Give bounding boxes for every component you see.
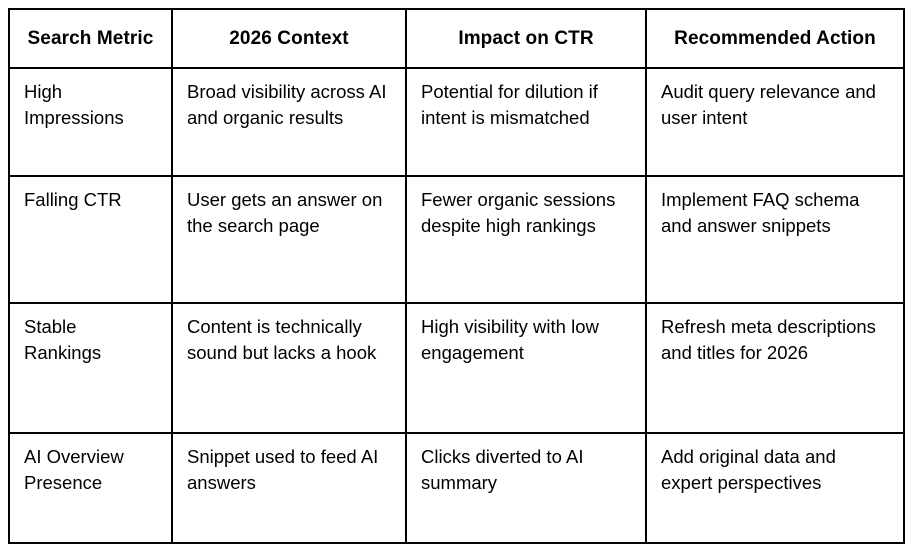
search-metrics-table: Search Metric 2026 Context Impact on CTR… — [8, 8, 905, 544]
cell-impact: Fewer organic sessions despite high rank… — [405, 175, 647, 304]
column-header-search-metric: Search Metric — [8, 8, 173, 69]
cell-context: Broad visibility across AI and organic r… — [171, 67, 407, 177]
table-canvas: Search Metric 2026 Context Impact on CTR… — [8, 8, 905, 544]
cell-action: Implement FAQ schema and answer snippets — [645, 175, 905, 304]
table-row: AI Overview Presence Snippet used to fee… — [8, 432, 905, 544]
cell-action: Audit query relevance and user intent — [645, 67, 905, 177]
table-row: High Impressions Broad visibility across… — [8, 67, 905, 177]
table-header: Search Metric 2026 Context Impact on CTR… — [8, 8, 905, 69]
cell-action: Add original data and expert perspective… — [645, 432, 905, 544]
cell-action: Refresh meta descriptions and titles for… — [645, 302, 905, 434]
table-body: High Impressions Broad visibility across… — [8, 67, 905, 544]
column-header-recommended-action: Recommended Action — [645, 8, 905, 69]
cell-impact: Potential for dilution if intent is mism… — [405, 67, 647, 177]
cell-context: Content is technically sound but lacks a… — [171, 302, 407, 434]
cell-metric: AI Overview Presence — [8, 432, 173, 544]
table-row: Stable Rankings Content is technically s… — [8, 302, 905, 434]
cell-metric: Falling CTR — [8, 175, 173, 304]
cell-impact: Clicks diverted to AI summary — [405, 432, 647, 544]
column-header-2026-context: 2026 Context — [171, 8, 407, 69]
cell-context: Snippet used to feed AI answers — [171, 432, 407, 544]
cell-metric: High Impressions — [8, 67, 173, 177]
cell-impact: High visibility with low engagement — [405, 302, 647, 434]
cell-context: User gets an answer on the search page — [171, 175, 407, 304]
table-row: Falling CTR User gets an answer on the s… — [8, 175, 905, 304]
column-header-impact-on-ctr: Impact on CTR — [405, 8, 647, 69]
cell-metric: Stable Rankings — [8, 302, 173, 434]
table-header-row: Search Metric 2026 Context Impact on CTR… — [8, 8, 905, 69]
